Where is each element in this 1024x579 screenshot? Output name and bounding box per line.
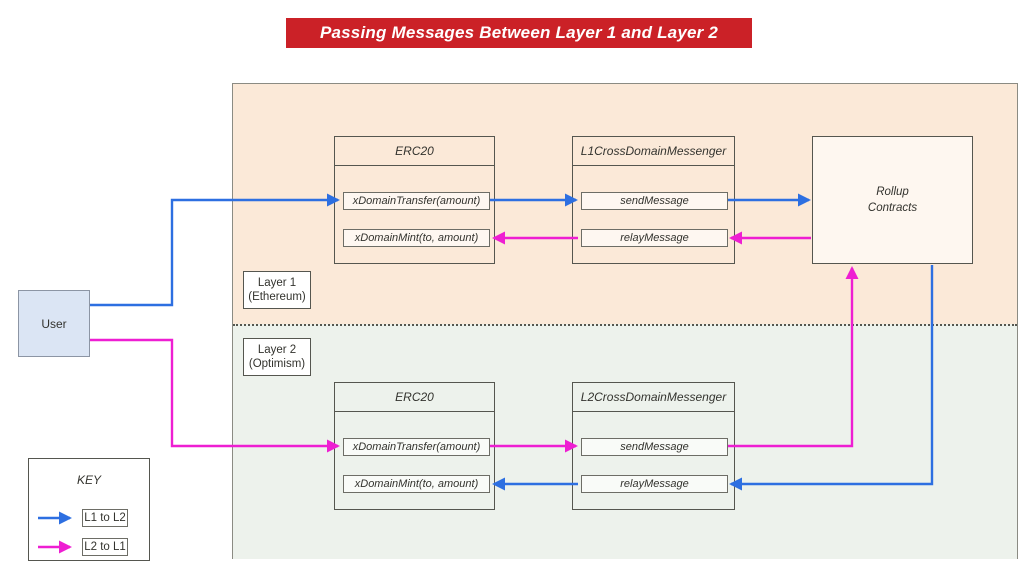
layer1-label-line1: Layer 1 [257, 276, 297, 289]
l1-messenger-method-sendmessage: sendMessage [581, 192, 728, 210]
l1-messenger-box: L1CrossDomainMessenger sendMessage relay… [572, 136, 735, 264]
l2-erc20-title: ERC20 [335, 383, 494, 412]
key-label-l2-to-l1: L2 to L1 [82, 538, 128, 556]
l2-messenger-method-sendmessage: sendMessage [581, 438, 728, 456]
l2-messenger-title: L2CrossDomainMessenger [573, 383, 734, 412]
l1-erc20-method-xdomainmint: xDomainMint(to, amount) [343, 229, 490, 247]
l2-erc20-box: ERC20 xDomainTransfer(amount) xDomainMin… [334, 382, 495, 510]
key-title: KEY [76, 473, 101, 487]
rollup-contracts-box: Rollup Contracts [812, 136, 973, 264]
layer2-label-line1: Layer 2 [257, 343, 297, 356]
l1-erc20-method-xdomaintransfer: xDomainTransfer(amount) [343, 192, 490, 210]
l2-messenger-method-relaymessage: relayMessage [581, 475, 728, 493]
l1-messenger-method-relaymessage: relayMessage [581, 229, 728, 247]
layer2-label-line2: (Optimism) [248, 358, 306, 370]
l1-erc20-box: ERC20 xDomainTransfer(amount) xDomainMin… [334, 136, 495, 264]
l2-erc20-method-xdomaintransfer: xDomainTransfer(amount) [343, 438, 490, 456]
title-banner: Passing Messages Between Layer 1 and Lay… [286, 18, 752, 48]
rollup-label-line2: Contracts [867, 202, 918, 214]
layer2-label-box: Layer 2 (Optimism) [243, 338, 311, 376]
key-label-l1-to-l2: L1 to L2 [82, 509, 128, 527]
l2-messenger-box: L2CrossDomainMessenger sendMessage relay… [572, 382, 735, 510]
user-label: User [41, 316, 67, 331]
user-box: User [18, 290, 90, 357]
l1-erc20-title: ERC20 [335, 137, 494, 166]
layer1-label-box: Layer 1 (Ethereum) [243, 271, 311, 309]
l2-erc20-method-xdomainmint: xDomainMint(to, amount) [343, 475, 490, 493]
l1-messenger-title: L1CrossDomainMessenger [573, 137, 734, 166]
layer1-label-line2: (Ethereum) [248, 291, 306, 303]
rollup-label-line1: Rollup [876, 185, 909, 198]
